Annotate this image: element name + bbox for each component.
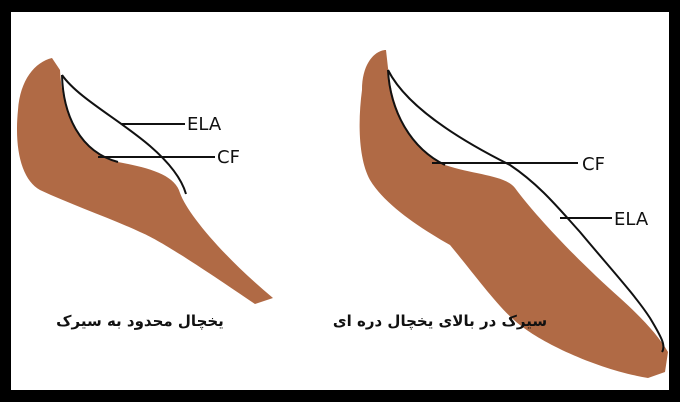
- left-caption: یخچال محدود به سیرک: [56, 312, 224, 331]
- left-bedrock: [17, 58, 273, 304]
- right-caption: سیرک در بالای یخچال دره ای: [333, 312, 547, 331]
- right-ela-label: ELA: [614, 209, 649, 230]
- right-cf-label: CF: [582, 154, 605, 175]
- left-cf-label: CF: [217, 147, 240, 168]
- left-panel: ELA CF یخچال محدود به سیرک: [17, 58, 273, 331]
- left-ela-label: ELA: [187, 114, 222, 135]
- right-panel: CF ELA سیرک در بالای یخچال دره ای: [333, 50, 668, 378]
